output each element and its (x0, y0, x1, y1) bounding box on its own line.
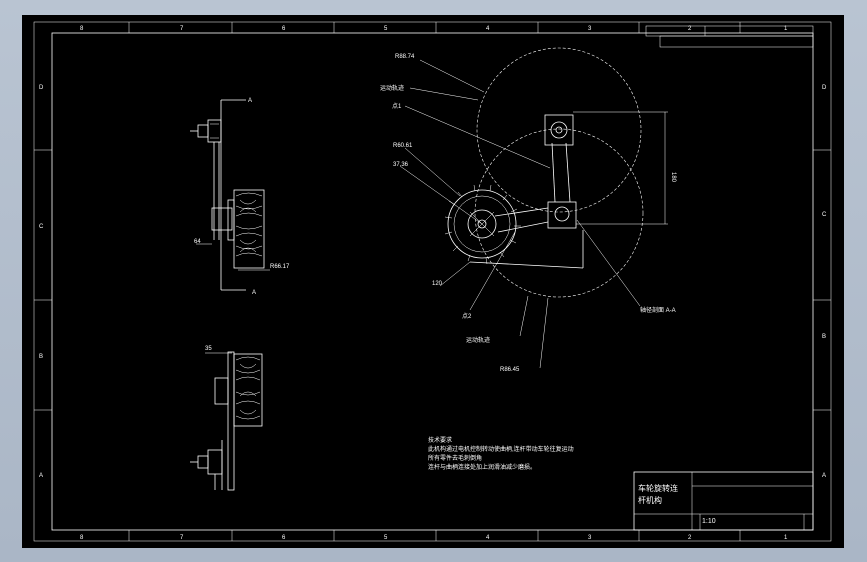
lower-view (190, 351, 263, 491)
label-120: 120 (432, 281, 443, 287)
zone-top-2: 2 (688, 26, 692, 32)
zone-top-1: 1 (784, 26, 788, 32)
title-line-1: 车轮旋转连 (638, 483, 678, 493)
label-r60-61: R60.61 (393, 143, 413, 149)
zone-bottom-5: 5 (384, 535, 388, 541)
outer-border (33, 21, 832, 542)
scale-label: 1:10 (702, 518, 716, 525)
label-track-top: 运动轨迹 (380, 84, 404, 92)
zone-bottom-2: 2 (688, 535, 692, 541)
section-mark-top: A (248, 98, 252, 104)
zone-ticks (34, 22, 831, 541)
zone-left-c: C (39, 224, 44, 230)
title-block (633, 471, 814, 531)
drawing-number-box (645, 25, 814, 48)
zone-bottom-7: 7 (180, 535, 184, 541)
label-r86-45: R86.45 (500, 367, 520, 373)
title-line-2: 杆机构 (638, 495, 662, 505)
label-r88-74: R88.74 (395, 54, 415, 60)
zone-top-5: 5 (384, 26, 388, 32)
mechanism-view (399, 47, 668, 369)
section-mark-bottom: A (252, 290, 256, 296)
zone-top-4: 4 (486, 26, 490, 32)
front-view (190, 99, 270, 291)
notes-line-2: 所有零件去毛刺倒角 (428, 454, 482, 462)
zone-top-7: 7 (180, 26, 184, 32)
label-180: 180 (670, 172, 676, 183)
notes-line-1: 此机构通过电机控制转动使曲柄,连杆带动车轮往复运动 (428, 445, 574, 453)
dim-64-label: 64 (194, 239, 201, 245)
label-point-2: 点2 (462, 312, 472, 320)
zone-bottom-6: 6 (282, 535, 286, 541)
notes-heading: 技术要求 (428, 436, 452, 444)
sheet-background (22, 15, 844, 548)
inner-border (51, 32, 814, 531)
label-section-aa: 轴径剖面 A-A (640, 306, 676, 314)
zone-bottom-8: 8 (80, 535, 84, 541)
zone-right-d: D (822, 85, 827, 91)
dim-r66-label: R66.17 (270, 264, 290, 270)
zone-right-a: A (822, 473, 826, 479)
zone-bottom-3: 3 (588, 535, 592, 541)
zone-top-8: 8 (80, 26, 84, 32)
label-track-bottom: 运动轨迹 (466, 336, 490, 344)
zone-left-b: B (39, 354, 43, 360)
notes-line-3: 连杆与曲柄连接处加上润滑油减少磨损。 (428, 463, 536, 471)
zone-right-b: B (822, 334, 826, 340)
zone-top-3: 3 (588, 26, 592, 32)
zone-bottom-1: 1 (784, 535, 788, 541)
zone-right-c: C (822, 212, 827, 218)
label-point-1: 点1 (392, 102, 402, 110)
zone-bottom-4: 4 (486, 535, 490, 541)
zone-left-d: D (39, 85, 44, 91)
label-r37-36: 37.36 (393, 162, 409, 168)
zone-top-6: 6 (282, 26, 286, 32)
zone-left-a: A (39, 473, 43, 479)
dim-35-label: 35 (205, 346, 212, 352)
